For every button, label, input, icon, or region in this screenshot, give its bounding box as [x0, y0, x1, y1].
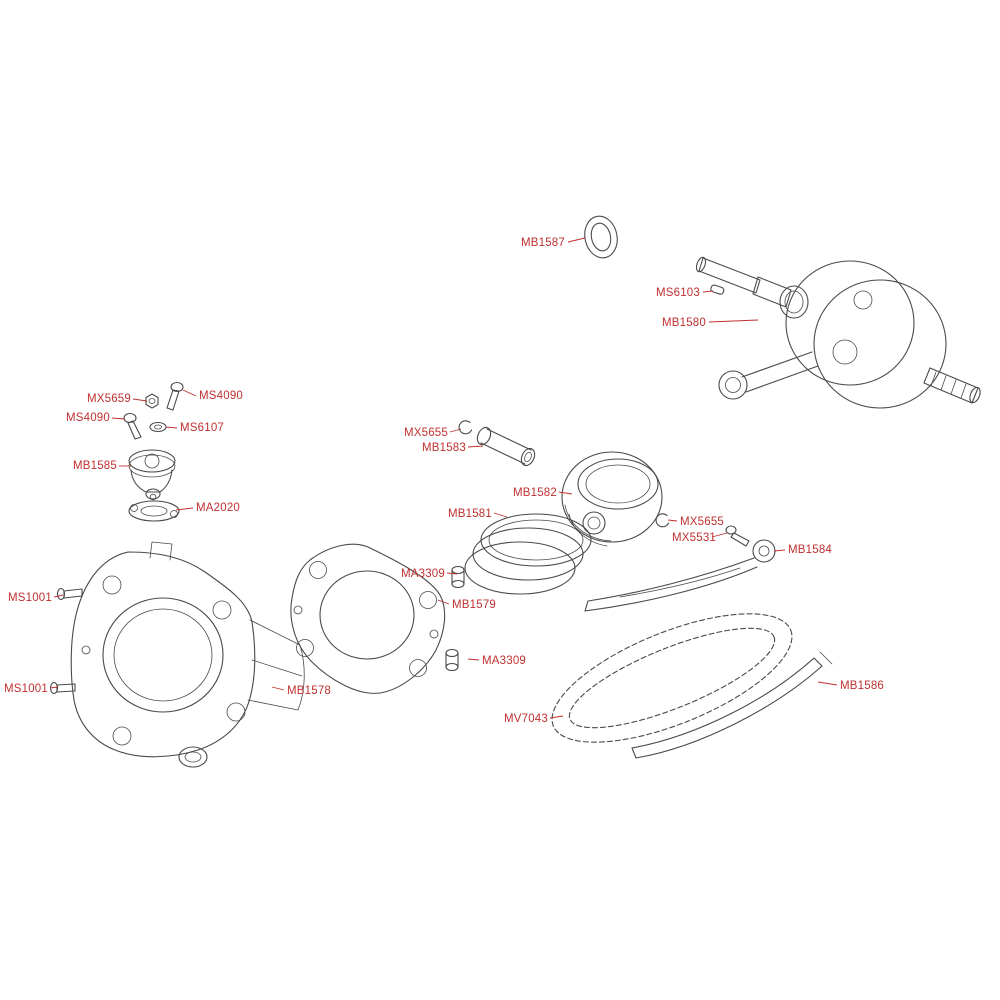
part-label-mx5655-b: MX5655: [680, 516, 724, 528]
leader-line: [53, 594, 64, 598]
circlip-left-drawing: [458, 420, 473, 435]
leader-line: [467, 445, 484, 448]
part-label-ms1001-b: MS1001: [4, 683, 48, 695]
leader-line: [773, 549, 786, 552]
part-label-mx5659: MX5659: [87, 393, 131, 405]
flange-bolt-lower-drawing: [123, 412, 142, 440]
dowel-pin-lower-drawing: [445, 648, 459, 672]
leader-line: [437, 599, 450, 605]
leader-line: [49, 686, 59, 689]
washer-drawing: [149, 421, 167, 433]
part-label-mx5531: MX5531: [672, 532, 716, 544]
stud-bolt-lower-drawing: [49, 681, 76, 695]
crankshaft-drawing: [695, 256, 981, 409]
part-label-mb1582: MB1582: [513, 487, 557, 499]
small-gasket-drawing: [128, 500, 180, 522]
leader-line: [817, 681, 838, 686]
part-label-ma3309-a: MA3309: [401, 568, 445, 580]
part-label-ma3309-b: MA3309: [482, 655, 526, 667]
cam-chain-drawing: [551, 613, 793, 743]
leader-line: [175, 507, 194, 511]
circlip-right-drawing: [655, 513, 670, 528]
nut-drawing: [145, 393, 159, 409]
leader-line: [165, 426, 178, 429]
leader-line: [132, 398, 148, 402]
part-label-mv7043: MV7043: [504, 713, 548, 725]
part-label-ma2020: MA2020: [196, 502, 240, 514]
tensioner-arm-drawing: [584, 539, 776, 612]
leader-lines: [49, 237, 838, 719]
head-gasket-drawing: [290, 543, 446, 694]
chain-guide-drawing: [631, 651, 833, 759]
piston-drawing: [561, 451, 663, 547]
leader-line: [667, 519, 678, 522]
part-label-mb1584: MB1584: [788, 544, 832, 556]
pivot-bolt-drawing: [725, 525, 750, 547]
dowel-pin-upper-drawing: [451, 565, 465, 589]
piston-rings-drawing: [464, 513, 592, 595]
flange-bolt-upper-drawing: [166, 381, 184, 411]
part-label-ms4090-b: MS4090: [66, 412, 110, 424]
diagram-artwork: [49, 215, 981, 768]
leader-line: [558, 491, 573, 495]
part-label-mb1586: MB1586: [840, 680, 884, 692]
part-label-mb1580: MB1580: [662, 317, 706, 329]
leader-line: [467, 658, 480, 661]
leader-line: [493, 512, 508, 518]
leader-line: [111, 417, 126, 420]
part-label-mb1585: MB1585: [73, 460, 117, 472]
part-label-ms1001-a: MS1001: [8, 592, 52, 604]
key-drawing: [710, 284, 725, 295]
leader-line: [271, 686, 285, 691]
leader-line: [446, 572, 458, 575]
leader-line: [567, 237, 586, 243]
part-label-mb1578: MB1578: [287, 685, 331, 697]
leader-line: [449, 428, 462, 433]
oring-drawing: [584, 215, 618, 259]
part-label-mb1587: MB1587: [521, 237, 565, 249]
leader-line: [708, 319, 759, 323]
leader-line: [549, 715, 564, 719]
thermostat-housing-drawing: [128, 449, 176, 501]
part-label-ms6103: MS6103: [656, 287, 700, 299]
part-label-mb1581: MB1581: [448, 508, 492, 520]
leader-line: [711, 532, 728, 538]
part-label-mb1583: MB1583: [422, 442, 466, 454]
leader-line: [182, 389, 197, 397]
part-labels: MB1587 MS6103 MB1580 MX5659 MS4090 MS409…: [4, 237, 884, 725]
part-label-mb1579: MB1579: [452, 599, 496, 611]
piston-pin-drawing: [476, 426, 536, 467]
part-label-ms6107: MS6107: [180, 422, 224, 434]
stud-bolt-upper-drawing: [56, 587, 83, 601]
leader-line: [702, 290, 714, 293]
part-label-ms4090-a: MS4090: [199, 390, 243, 402]
cylinder-drawing: [70, 541, 305, 768]
part-label-mx5655-a: MX5655: [404, 427, 448, 439]
